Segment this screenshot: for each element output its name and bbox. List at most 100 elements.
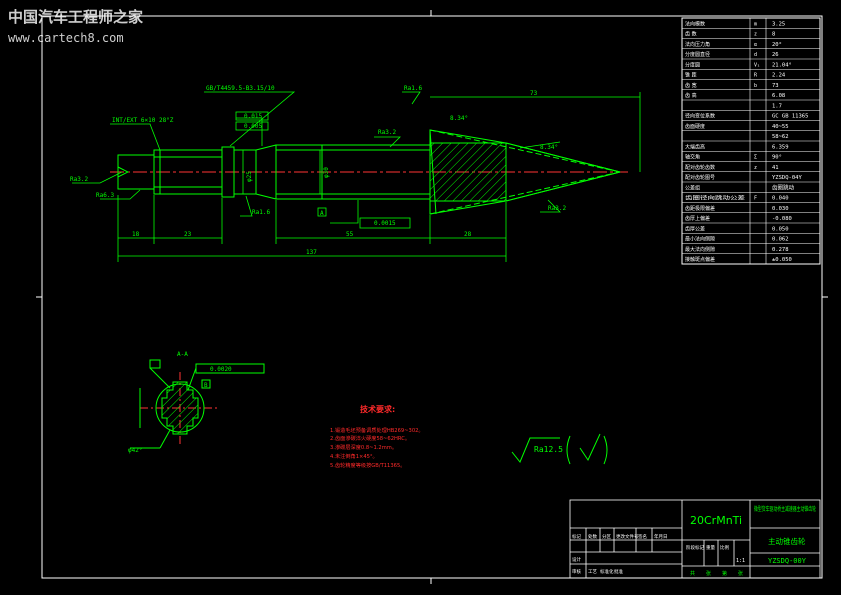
title-sheet-no: 第 [722, 570, 727, 577]
param-name: 分度圆直径 [685, 51, 710, 58]
datum-a: A [320, 210, 324, 217]
param-name: 齿面硬度 [685, 123, 705, 130]
tolerance-2: 0.005 [244, 123, 262, 130]
watermark-title: 中国汽车工程师之家 [8, 8, 143, 26]
tech-req-1: 1.锻造毛坯预备调质处理HB269~302。 [330, 426, 424, 434]
param-value: 0.050 [772, 226, 789, 232]
param-name: 齿距极限偏差 [685, 205, 715, 212]
tolerance-3: 0.0015 [374, 220, 396, 227]
param-symbol: F [754, 196, 757, 202]
param-name: 最大法向侧隙 [685, 246, 715, 253]
param-symbol: R [754, 73, 758, 79]
title-block-label: 比例 [720, 544, 729, 551]
dim-dia-spline: φ25 [246, 171, 253, 182]
param-name: 大端齿高 [685, 143, 705, 150]
roughness-6: Ra3.2 [548, 205, 566, 212]
param-symbol: Σ [754, 155, 757, 161]
title-block-label: 年月日 [654, 533, 668, 540]
title-block-label: 签名 [638, 533, 647, 540]
param-value: 8 [772, 32, 775, 38]
title-block [569, 499, 821, 579]
param-value: 73 [772, 83, 779, 89]
roughness-4: Ra3.2 [378, 129, 396, 136]
general-roughness-value: Ra12.5 [534, 445, 563, 454]
param-symbol: m [754, 21, 757, 27]
param-value: 6.359 [772, 144, 789, 150]
roughness-5: Ra1.6 [404, 85, 422, 92]
dim-dia-body: φ30 [323, 167, 330, 178]
title-block-label: 设计 [572, 556, 581, 563]
title-sheet-unit1: 张 [706, 570, 711, 577]
param-symbol: b [754, 83, 757, 89]
roughness-2: Ra6.3 [96, 192, 114, 199]
param-value: 0.062 [772, 237, 789, 243]
title-block-label: 处数 [588, 533, 597, 540]
param-value: 40~55 [772, 124, 789, 130]
param-name: 配对齿轮齿数 [685, 164, 715, 171]
param-symbol: z [754, 32, 757, 38]
param-value: 0.040 [772, 196, 789, 202]
section-dia: φ42° [128, 447, 142, 454]
param-value: 3.25 [772, 21, 785, 27]
param-name: 法向压力角 [685, 41, 710, 48]
param-name: 齿 高 [685, 92, 697, 99]
dim-top: 73 [530, 90, 538, 97]
title-part-name: 主动锥齿轮 [768, 536, 806, 546]
dim-overall: 137 [306, 249, 317, 256]
param-value: 41 [772, 165, 779, 171]
param-name: 齿 数 [685, 31, 697, 38]
title-block-label: 审核 [572, 568, 581, 575]
param-name: 接触斑点偏差 [685, 256, 715, 263]
param-name: 轴交角 [685, 154, 700, 161]
title-block-label: 工艺 [588, 569, 597, 575]
dim-angle-top: 8.34° [450, 115, 468, 122]
title-block-label: 重量 [706, 544, 715, 551]
title-block-label: 标准化 [600, 568, 614, 575]
param-name: 最小法向侧隙 [685, 236, 715, 243]
dim-len-b: 23 [184, 231, 192, 238]
param-symbol: α [754, 42, 757, 48]
tech-req-3: 3.渗碳层深度0.8~1.2mm。 [330, 443, 397, 451]
roughness-1: Ra3.2 [70, 176, 88, 183]
spline-note: INT/EXT 6×10 28°Z [112, 117, 174, 124]
param-name: 法向模数 [685, 20, 705, 27]
param-name: 齿厚上偏差 [685, 215, 710, 222]
dim-len-d: 28 [464, 231, 472, 238]
param-name: 公差组 [685, 184, 700, 191]
title-drawing-no: YZSDQ-00Y [768, 557, 807, 565]
param-value: 6.08 [772, 93, 785, 99]
param-value: ±0.050 [772, 257, 792, 263]
drawing-frame [41, 15, 823, 579]
param-value: 齿圈跳动 [772, 183, 795, 191]
section-datum: B [204, 382, 208, 389]
param-name: 齿圈径向跳动公差 [685, 195, 745, 202]
spline-section-view [130, 359, 265, 449]
param-value: 90° [772, 155, 782, 161]
param-name: 锥 距 [685, 72, 697, 79]
param-value: YZSDQ-04Y [772, 175, 802, 181]
dimension-lines [72, 91, 641, 262]
technical-requirements: 技术要求: 1.锻造毛坯预备调质处理HB269~302。 2.齿面渗碳淬火硬度5… [330, 404, 424, 469]
dim-angle-face: 8.34° [540, 144, 558, 151]
param-value: 20° [772, 42, 782, 48]
param-symbol: V₁ [754, 62, 760, 68]
param-symbol: d [754, 52, 757, 58]
param-value: 2.24 [772, 73, 786, 79]
tolerance-1: 0.015 [244, 113, 262, 120]
param-name: 径向变位系数 [685, 113, 715, 120]
title-block-label: 阶段标记 [686, 544, 704, 551]
param-value: GC GB 11365 [772, 114, 808, 120]
title-scale: 1:1 [736, 558, 745, 564]
param-name: 分度圆 [685, 61, 700, 68]
param-name: 配对齿轮图号 [685, 174, 715, 181]
center-hole-note: GB/T4459.5-B3.15/10 [206, 85, 275, 92]
param-name: 齿 宽 [685, 82, 697, 89]
param-value: 0.278 [772, 247, 789, 253]
tech-req-4: 4.未注倒角1×45°。 [330, 452, 378, 460]
dim-len-a: 18 [132, 231, 140, 238]
title-material: 20CrMnTi [690, 514, 742, 527]
param-value: 0.030 [772, 206, 789, 212]
section-tolerance: 0.0020 [210, 366, 232, 373]
